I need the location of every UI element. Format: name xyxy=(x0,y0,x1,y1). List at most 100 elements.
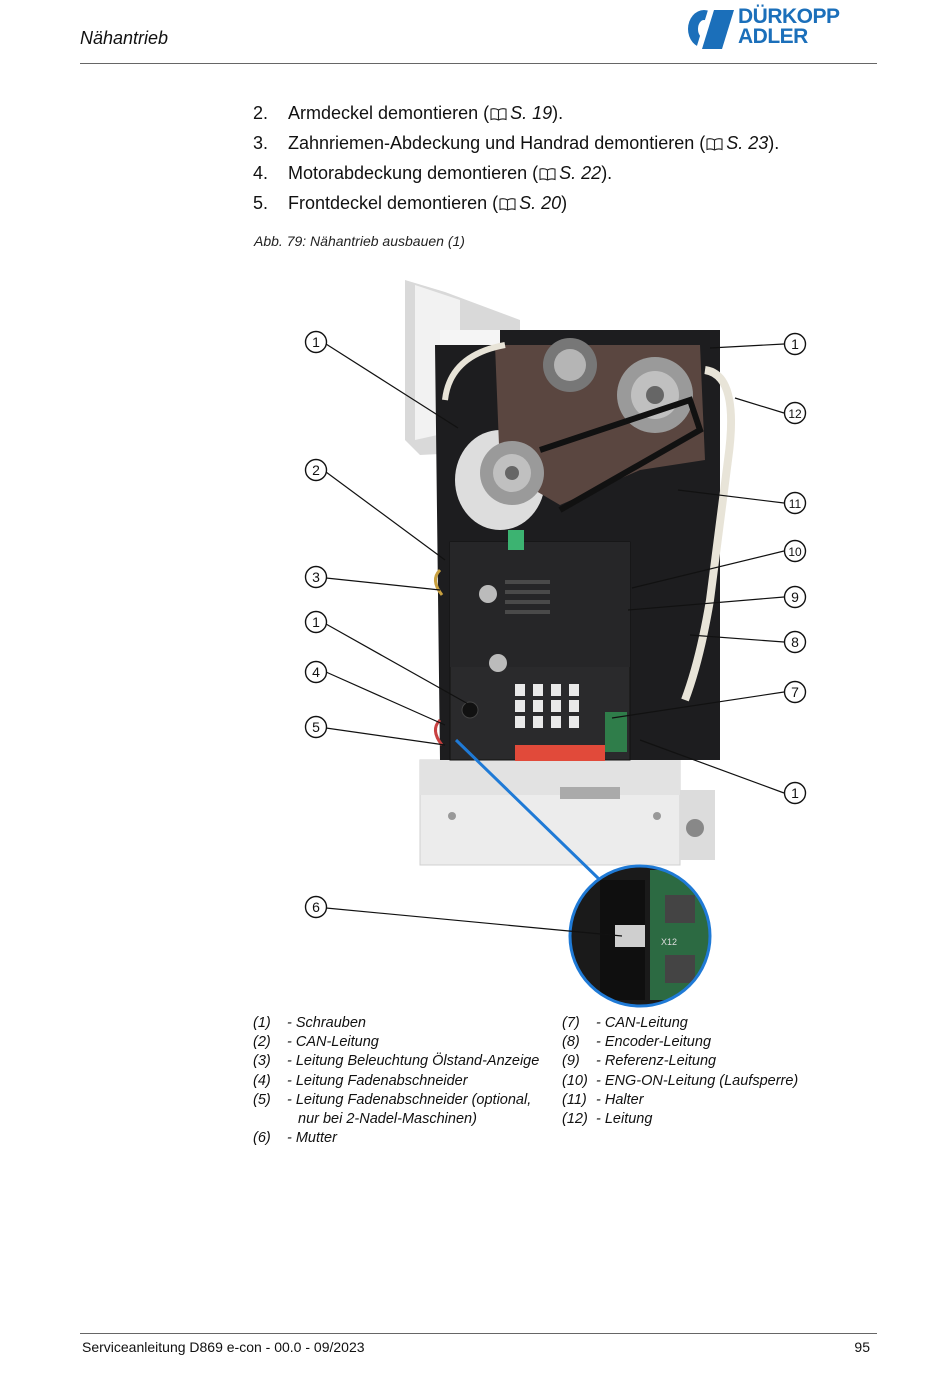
callout-marker: 1 xyxy=(304,330,328,354)
header-divider xyxy=(80,63,877,64)
legend-text: - Leitung Fadenabschneider (optional, xyxy=(287,1091,532,1108)
legend-text: - Halter xyxy=(596,1091,644,1108)
machine-drive-figure: X12 1 2 3 1 4 5 xyxy=(0,270,950,1010)
step-item: 4. Motorabdeckung demontieren ( S. 22). xyxy=(253,160,873,190)
callout-number: 8 xyxy=(791,634,799,650)
page-reference-link[interactable]: S. 23 xyxy=(726,133,769,153)
legend-item: (4) - Leitung Fadenabschneider xyxy=(253,1072,558,1091)
callout-number: 5 xyxy=(312,719,320,735)
logo-text-line2: ADLER xyxy=(738,25,808,48)
legend-item: (2) - CAN-Leitung xyxy=(253,1033,558,1052)
callout-number: 6 xyxy=(312,899,320,915)
page-number: 95 xyxy=(854,1339,870,1355)
callout-number: 11 xyxy=(789,497,802,511)
callout-marker: 6 xyxy=(304,895,328,919)
legend-text: - Mutter xyxy=(287,1130,337,1147)
legend-number: (10) xyxy=(562,1072,588,1089)
legend-item: (11) - Halter xyxy=(562,1091,872,1110)
callout-marker: 1 xyxy=(783,781,807,805)
callout-marker: 1 xyxy=(304,610,328,634)
step-number: 4. xyxy=(253,163,269,183)
callout-number: 1 xyxy=(791,336,799,352)
step-number: 5. xyxy=(253,193,269,213)
legend-column-left: (1) - Schrauben (2) - CAN-Leitung (3) - Lei… xyxy=(253,1014,558,1148)
step-item: 5. Frontdeckel demontieren ( S. 20) xyxy=(253,190,873,220)
legend-number: (6) xyxy=(253,1130,271,1147)
callout-marker: 7 xyxy=(783,680,807,704)
logo-mark-icon xyxy=(688,10,734,49)
legend-item: nur bei 2-Nadel-Maschinen) xyxy=(253,1110,558,1129)
legend-text: - Leitung Fadenabschneider xyxy=(287,1072,468,1089)
book-reference-icon xyxy=(539,162,556,188)
step-item: 2. Armdeckel demontieren ( S. 19). xyxy=(253,100,873,130)
page-reference-link[interactable]: S. 19 xyxy=(510,103,553,123)
step-text: Frontdeckel demontieren ( xyxy=(288,193,499,213)
legend-number: (7) xyxy=(562,1015,580,1031)
callout-number: 3 xyxy=(312,569,320,585)
legend-item: (12) - Leitung xyxy=(562,1110,872,1129)
callout-number: 1 xyxy=(312,334,320,350)
legend-number: (8) xyxy=(562,1034,580,1051)
step-text: Motorabdeckung demontieren ( xyxy=(288,163,539,183)
legend-item: (3) - Leitung Beleuchtung Ölstand-Anzeige xyxy=(253,1052,558,1071)
page-reference-link[interactable]: S. 22 xyxy=(559,163,602,183)
callout-marker: 2 xyxy=(304,458,328,482)
step-end: ). xyxy=(601,163,613,183)
legend-number: (9) xyxy=(562,1053,580,1070)
legend-item: (5) - Leitung Fadenabschneider (optional, xyxy=(253,1091,558,1110)
step-item: 3. Zahnriemen-Abdeckung und Handrad demo… xyxy=(253,130,873,160)
step-end: ). xyxy=(768,133,780,153)
step-text: Zahnriemen-Abdeckung und Handrad demonti… xyxy=(288,133,706,153)
legend-number: (3) xyxy=(253,1053,271,1070)
callout-number: 9 xyxy=(791,589,799,605)
legend-item: (7) - CAN-Leitung xyxy=(562,1014,872,1033)
legend-text: - CAN-Leitung xyxy=(287,1034,379,1051)
legend-item: (10)- ENG-ON-Leitung (Laufsperre) xyxy=(562,1072,872,1091)
legend-text: - Leitung xyxy=(596,1110,653,1127)
callout-number: 12 xyxy=(788,407,802,421)
callout-marker: 8 xyxy=(783,630,807,654)
machine-photo-illustration: X12 1 2 3 1 4 5 xyxy=(304,280,807,1008)
legend-text: - Schrauben xyxy=(287,1015,366,1031)
step-end: ) xyxy=(561,193,568,213)
legend-number: (5) xyxy=(253,1091,271,1108)
callout-number: 4 xyxy=(312,664,320,680)
callout-number: 1 xyxy=(791,785,799,801)
callout-marker: 11 xyxy=(783,491,807,515)
figure-caption: Abb. 79: Nähantrieb ausbauen (1) xyxy=(254,233,465,249)
step-number: 3. xyxy=(253,133,269,153)
callout-number: 10 xyxy=(788,545,802,559)
instruction-steps: 2. Armdeckel demontieren ( S. 19). 3. Zah… xyxy=(253,100,873,220)
legend-item: (1) - Schrauben xyxy=(253,1014,558,1033)
legend-text: nur bei 2-Nadel-Maschinen) xyxy=(298,1110,477,1127)
callout-marker: 4 xyxy=(304,660,328,684)
page-section-title: Nähantrieb xyxy=(80,28,169,48)
step-text: Armdeckel demontieren ( xyxy=(288,103,490,123)
callout-marker: 12 xyxy=(783,401,807,425)
legend-item: (8)- Encoder-Leitung xyxy=(562,1033,872,1052)
callout-marker: 5 xyxy=(304,715,328,739)
legend-column-right: (7) - CAN-Leitung (8)- Encoder-Leitung (9… xyxy=(562,1014,872,1129)
legend-number: (1) xyxy=(253,1015,271,1031)
legend-number: (11) xyxy=(562,1091,587,1108)
callout-marker: 1 xyxy=(783,332,807,356)
footer-divider xyxy=(80,1333,877,1334)
step-end: ). xyxy=(552,103,564,123)
legend-text: - CAN-Leitung xyxy=(596,1015,688,1031)
callout-marker: 9 xyxy=(783,585,807,609)
callout-number: 1 xyxy=(312,614,320,630)
step-number: 2. xyxy=(253,103,269,123)
duerkopp-adler-logo: DÜRKOPP ADLER xyxy=(686,5,876,55)
callout-number: 2 xyxy=(312,462,320,478)
book-reference-icon xyxy=(499,192,516,218)
legend-number: (12) xyxy=(562,1110,588,1127)
legend-number: (2) xyxy=(253,1034,271,1051)
logo-text-line1: DÜRKOPP xyxy=(738,5,840,28)
book-reference-icon xyxy=(706,132,723,158)
callout-marker: 3 xyxy=(304,565,328,589)
legend-text: - Leitung Beleuchtung Ölstand-Anzeige xyxy=(287,1053,540,1070)
legend-item: (9)- Referenz-Leitung xyxy=(562,1052,872,1071)
legend-number: (4) xyxy=(253,1072,271,1089)
footer-document-info: Serviceanleitung D869 e-con - 00.0 - 09/… xyxy=(82,1339,365,1355)
page-reference-link[interactable]: S. 20 xyxy=(519,193,562,213)
